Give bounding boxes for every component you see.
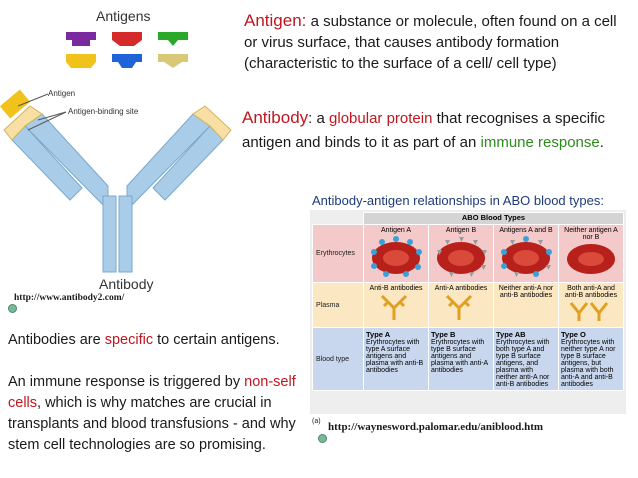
antigen-red-shape [112,32,142,46]
blood-type-ab-desc: Erythrocytes with both type A and type B… [496,339,550,388]
antibody-caption: Antibody [99,276,154,292]
body-text: Antibodies are specific to certain antig… [8,330,308,456]
antigen-green-shape [158,32,188,46]
erythrocyte-type-a-icon [371,236,422,277]
blood-type-o-name: Type O [561,330,586,339]
col-antigen-b: Antigen B [445,227,477,234]
antibody-binding-site-right [192,105,232,141]
globe-icon [318,434,327,443]
abo-panel-label: (a) [312,418,321,425]
anti-a-antibody-icon [445,294,473,320]
highlight-immune-response: immune response [480,134,600,151]
erythrocyte-type-o-icon [567,244,615,274]
blood-type-b-desc: Erythrocytes with type B surface antigen… [431,339,488,374]
erythrocyte-type-ab-icon [501,236,552,277]
antigens-title: Antigens [96,8,151,24]
highlight-globular-protein: globular protein [329,110,433,127]
col-neither-antigen: Neither antigen A nor B [564,227,618,241]
col-antigens-a-and-b: Antigens A and B [499,227,553,234]
antibody-stem-left [102,195,117,273]
plasma-type-ab: Neither anti-A nor anti-B antibodies [498,285,554,299]
antibody-figure: Antigen Antigen-binding site [0,89,232,273]
row-label-plasma: Plasma [312,282,364,328]
erythrocyte-type-b-icon [437,237,487,277]
antigen-yellow-shape [66,54,96,68]
antigen-tan-shape [158,54,188,68]
plasma-type-o: Both anti-A and anti-B antibodies [564,285,618,299]
blood-type-a-name: Type A [366,330,391,339]
blood-type-a-desc: Erythrocytes with type A surface antigen… [366,339,424,374]
label-antigen: Antigen [48,89,75,98]
antibody-binding-site-left [3,105,43,141]
paragraph-immune-response: An immune response is triggered by non-s… [8,374,296,453]
definition-antigen: Antigen: a substance or molecule, often … [244,10,634,74]
abo-source-url[interactable]: http://waynesword.palomar.edu/aniblood.h… [328,421,544,433]
row-label-blood-type: Blood type [312,327,364,391]
abo-table-title: ABO Blood Types [363,212,624,225]
definition-antibody: Antibody: a globular protein that recogn… [242,108,606,151]
antibody-source-url[interactable]: http://www.antibody2.com/ [14,293,125,303]
label-binding-site: Antigen-binding site [68,107,139,116]
highlight-non-self-cells: non-self cells [8,374,296,411]
globe-icon [8,304,17,313]
antigen-blue-shape [112,54,142,68]
abo-figure: ABO Blood Types Erythrocytes Antigen A A… [310,210,626,414]
row-label-erythrocytes: Erythrocytes [312,224,364,283]
blood-type-o-desc: Erythrocytes with neither type A nor typ… [561,339,616,388]
anti-a-and-anti-b-antibody-icon [569,302,609,321]
abo-table: ABO Blood Types Erythrocytes Antigen A A… [312,212,624,391]
anti-b-antibody-icon [380,294,408,320]
blood-type-b-name: Type B [431,330,456,339]
abo-section-title: Antibody-antigen relationships in ABO bl… [312,193,604,208]
antigen-purple-shape [66,32,96,46]
col-antigen-a: Antigen A [381,227,411,234]
antibody-stem-right [118,195,133,273]
antigen-bound [0,89,31,119]
paragraph-specific: Antibodies are specific to certain antig… [8,332,280,348]
definition-antigen-text: a substance or molecule, often found on … [244,13,617,72]
highlight-specific: specific [104,332,154,348]
term-antigen: Antigen: [244,11,307,30]
plasma-type-a: Anti-B antibodies [369,285,423,292]
antigen-shapes [66,32,188,68]
plasma-type-b: Anti-A antibodies [434,285,488,292]
term-antibody: Antibody [242,108,309,127]
blood-type-ab-name: Type AB [496,330,526,339]
